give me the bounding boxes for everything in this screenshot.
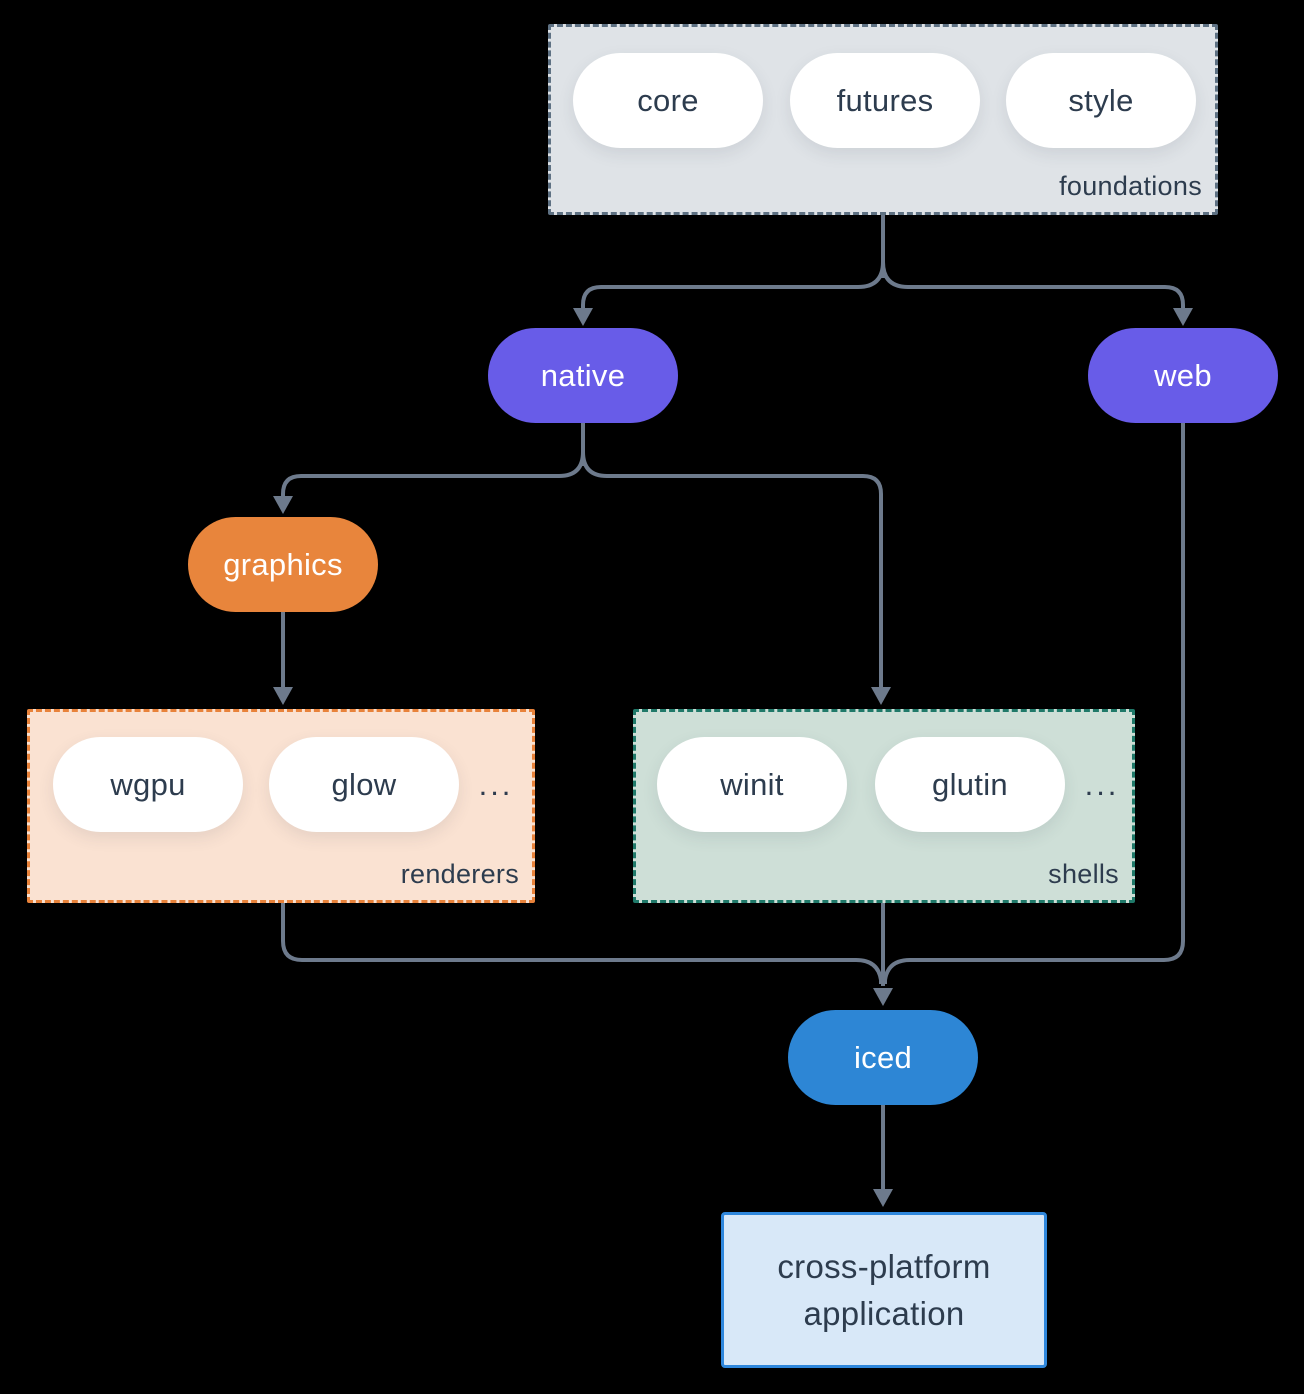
group-shells: winit glutin ... shells (633, 709, 1135, 903)
arrowhead-web (1173, 308, 1193, 326)
arrowhead-renderers (273, 687, 293, 705)
node-glow: glow (269, 737, 459, 832)
node-core: core (573, 53, 763, 148)
arrowhead-graphics (273, 496, 293, 514)
node-native: native (488, 328, 678, 423)
application-label-line2: application (803, 1295, 965, 1332)
arrowhead-native (573, 308, 593, 326)
node-wgpu: wgpu (53, 737, 243, 832)
edge-native-to-graphics (281, 451, 585, 497)
node-iced: iced (788, 1010, 978, 1105)
node-glutin: glutin (875, 737, 1065, 832)
group-renderers: wgpu glow ... renderers (27, 709, 535, 903)
node-graphics: graphics (188, 517, 378, 612)
arrowhead-shells (871, 687, 891, 705)
shells-ellipsis: ... (1084, 767, 1120, 802)
group-renderers-label: renderers (400, 859, 519, 889)
renderers-ellipsis: ... (478, 767, 514, 802)
application-label-line1: cross-platform (777, 1248, 991, 1285)
node-web: web (1088, 328, 1278, 423)
edge-foundations-to-native (581, 261, 885, 309)
node-style: style (1006, 53, 1196, 148)
node-futures: futures (790, 53, 980, 148)
edge-renderers-to-merge (281, 901, 883, 984)
group-foundations-label: foundations (1059, 171, 1202, 201)
arrowhead-application (873, 1189, 893, 1207)
edge-native-to-shells (581, 451, 883, 687)
edge-foundations-to-web (881, 261, 1185, 309)
arrowhead-iced (873, 988, 893, 1006)
node-winit: winit (657, 737, 847, 832)
group-shells-label: shells (1048, 859, 1119, 889)
node-cross-platform-application: cross-platform application (721, 1212, 1047, 1368)
group-foundations: core futures style foundations (548, 24, 1218, 215)
